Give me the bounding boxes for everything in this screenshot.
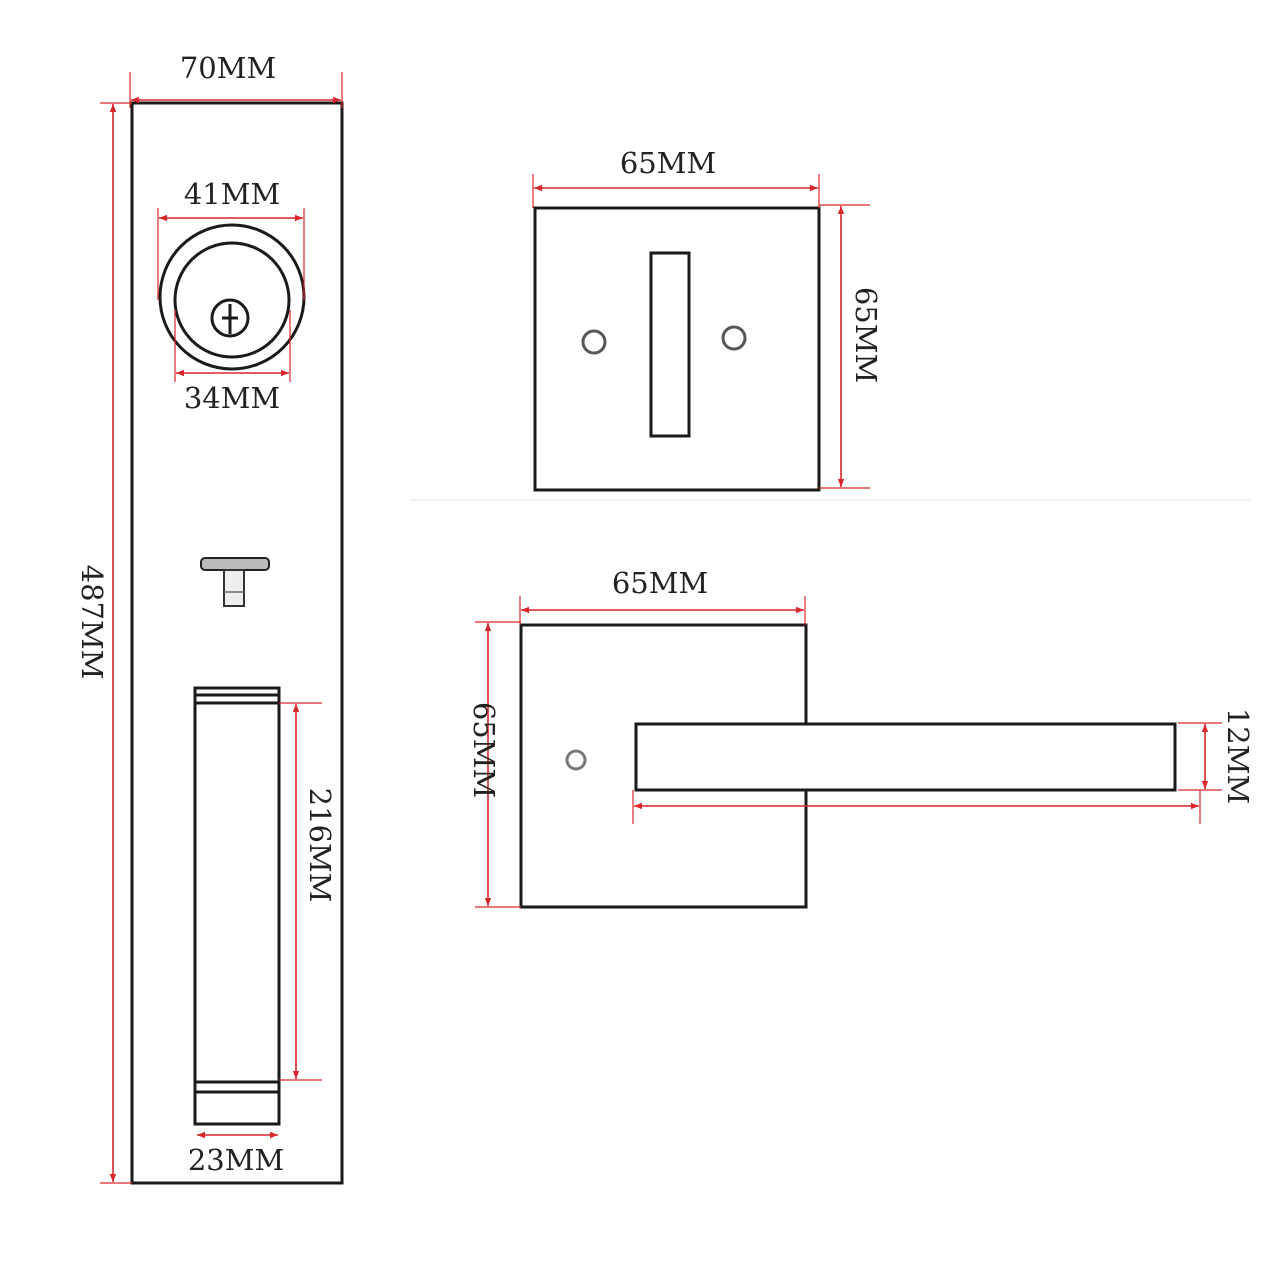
screw-right	[721, 325, 747, 351]
thumb-turn	[200, 557, 270, 607]
lever-rose-width-label: 65MM	[612, 566, 708, 600]
lever-rose-height-label: 65MM	[467, 702, 501, 798]
dimension-handle-length: 216MM	[279, 702, 337, 1081]
screw-left	[581, 329, 607, 355]
plate-width-label: 70MM	[180, 51, 276, 85]
escutcheon-plate	[130, 101, 344, 1185]
lever-thickness-label: 12MM	[1221, 708, 1255, 804]
key-cylinder	[158, 223, 306, 371]
plate-height-label: 487MM	[75, 565, 109, 680]
lever-rose	[519, 623, 1177, 909]
handle-grip	[193, 686, 281, 1126]
dimension-cylinder-outer: 41MM	[157, 177, 305, 300]
dimension-deadbolt-height: 65MM	[819, 204, 883, 489]
dimension-lever-thickness: 12MM	[1178, 708, 1255, 804]
set-screw	[565, 749, 587, 771]
cylinder-outer-label: 41MM	[184, 177, 280, 211]
handle-width-label: 23MM	[188, 1143, 284, 1177]
deadbolt-height-label: 65MM	[849, 287, 883, 383]
dimension-deadbolt-width: 65MM	[532, 146, 820, 208]
dimension-lever-length	[632, 790, 1201, 824]
dimension-handle-width: 23MM	[188, 1131, 284, 1177]
dimension-plate-width: 70MM	[129, 51, 343, 108]
lever-arm	[634, 722, 1177, 792]
handle-length-label: 216MM	[303, 788, 337, 903]
deadbolt-rose	[533, 206, 821, 492]
dimension-cylinder-inner: 34MM	[174, 310, 291, 415]
dimension-lever-rose-width: 65MM	[519, 566, 806, 625]
dimension-lever-rose-height: 65MM	[467, 621, 521, 908]
deadbolt-width-label: 65MM	[620, 146, 716, 180]
dimension-plate-height: 487MM	[75, 102, 132, 1184]
cylinder-inner-label: 34MM	[184, 381, 280, 415]
